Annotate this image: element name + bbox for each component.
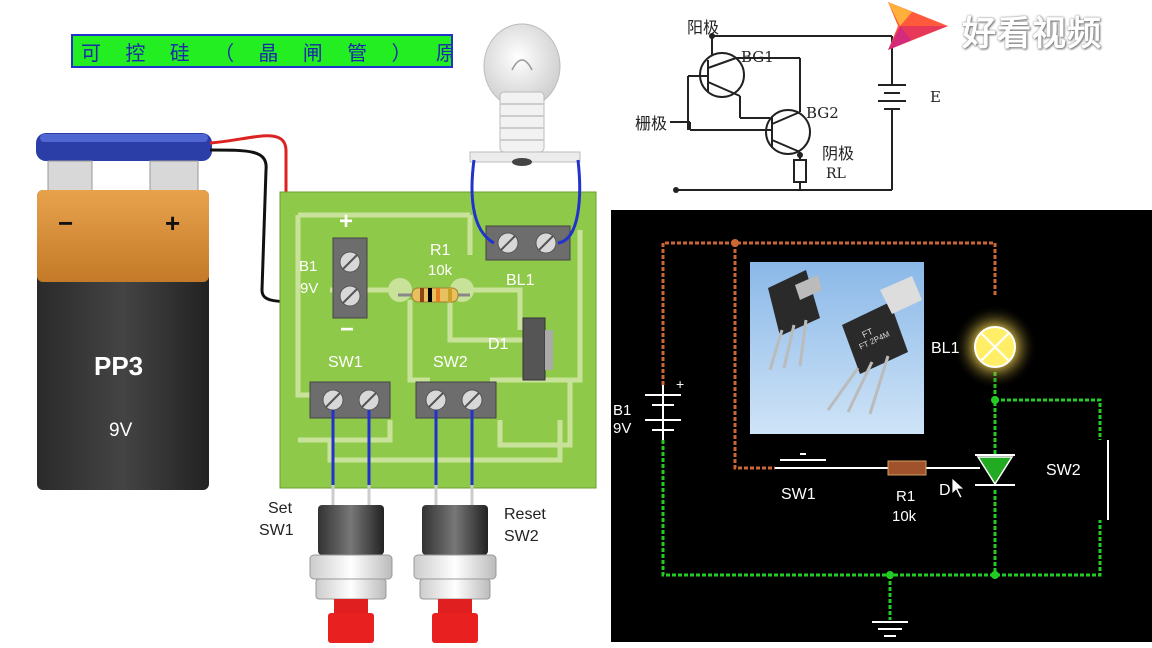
bg1-label: BG1: [741, 48, 774, 66]
bulb-wire-right: [557, 159, 582, 245]
schematic-b1-value: 9V: [613, 420, 632, 437]
schematic-scr-d1: [976, 456, 1014, 486]
schematic-r1-label: R1: [896, 488, 916, 505]
pcb-plus-label: +: [339, 208, 354, 235]
terminal-b1: [332, 237, 368, 319]
e-label: E: [930, 88, 941, 106]
pcb-d1-label: D1: [488, 336, 509, 353]
pcb-r1-value: 10k: [428, 262, 453, 279]
pcb-bl1-label: BL1: [506, 272, 535, 289]
schematic-junction-top: [731, 239, 739, 247]
schematic-plus-label: +: [676, 376, 685, 392]
mouse-cursor-icon: [951, 477, 966, 499]
reset-button-sub-label: SW2: [504, 528, 539, 545]
terminal-sw1: [309, 381, 391, 419]
schematic-wires-top: [661, 241, 997, 470]
schematic-junctions: [886, 396, 999, 579]
bg2-label: BG2: [806, 104, 839, 122]
battery-model-label: PP3: [94, 351, 144, 381]
play-triangle-icon: [888, 2, 948, 50]
scr-d1: [522, 317, 553, 381]
terminal-bl1: [485, 225, 571, 261]
node-cathode: [797, 152, 803, 158]
push-button-set[interactable]: [309, 485, 393, 643]
anode-label: 阳极: [687, 18, 720, 37]
node-anode: [709, 33, 715, 39]
schematic-sw1-label: SW1: [781, 486, 816, 503]
pcb-b1-label: B1: [299, 258, 318, 275]
pcb-b1-value: 9V: [300, 280, 319, 297]
light-bulb: [469, 23, 581, 166]
schematic-d1-label: D: [939, 482, 951, 499]
reset-button-label: Reset: [504, 506, 546, 523]
cathode-label: 阴极: [822, 144, 855, 163]
schematic-resistor-r1: [887, 460, 927, 476]
push-button-reset[interactable]: [413, 485, 497, 643]
battery-9v: [36, 133, 212, 490]
terminal-sw2: [415, 381, 497, 419]
battery-minus-label: −: [58, 208, 74, 238]
schematic-sw2-label: SW2: [1046, 462, 1081, 479]
pcb-sw2-label: SW2: [433, 354, 468, 371]
bulb-wire-left: [470, 159, 495, 245]
battery-voltage-label: 9V: [109, 420, 133, 441]
node-cathode-terminal: [673, 187, 679, 193]
scr-photo-chips: [768, 270, 922, 415]
pcb-minus-label: −: [340, 316, 355, 343]
page-title: 可 控 硅 （ 晶 闸 管 ） 原 理: [71, 34, 453, 68]
rl-label: RL: [826, 166, 846, 182]
set-button-sub-label: SW1: [259, 522, 294, 539]
battery-plus-label: +: [165, 208, 181, 238]
pcb-r1-label: R1: [430, 242, 451, 259]
gate-label: 栅极: [635, 114, 668, 133]
schematic-b1-label: B1: [613, 402, 632, 419]
equivalent-circuit: [670, 35, 906, 191]
schematic-white-wires: [645, 385, 1109, 637]
resistor-r1: [398, 287, 470, 303]
red-lead-wire: [209, 134, 345, 264]
watermark-text: 好看视频: [962, 14, 1102, 54]
pcb-sw1-label: SW1: [328, 354, 363, 371]
schematic-r1-value: 10k: [892, 508, 917, 525]
set-button-label: Set: [268, 500, 293, 517]
schematic-bl1-label: BL1: [931, 340, 960, 357]
